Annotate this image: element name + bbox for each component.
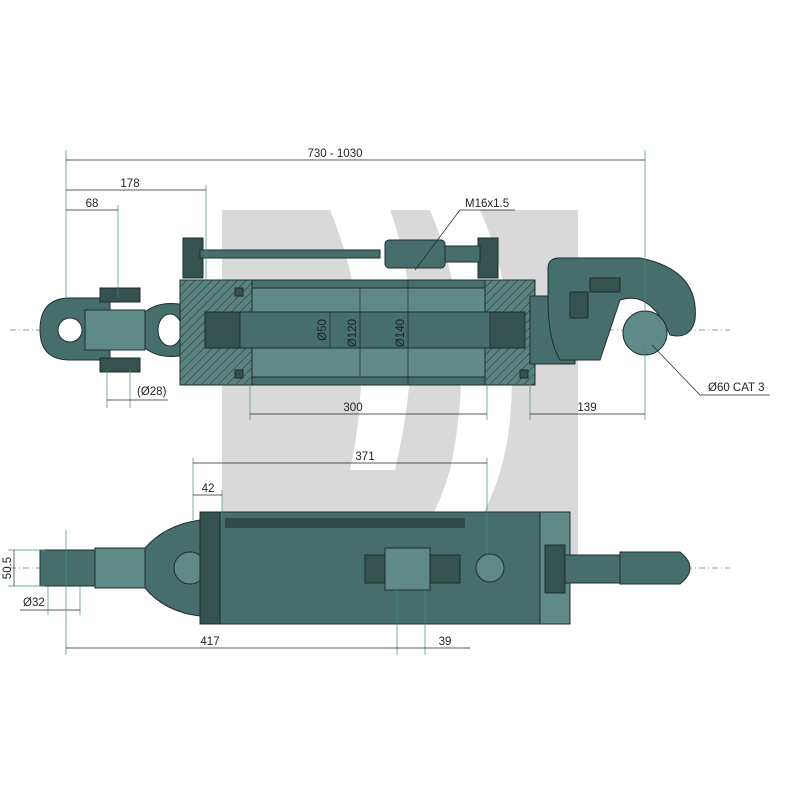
dimensions-bottom: 371 42 50.5 Ø32 417 39 <box>2 451 488 655</box>
dim-139-label: 139 <box>577 402 596 414</box>
hook-label: Ø60 CAT 3 <box>708 382 764 394</box>
dim-42-label: 42 <box>202 483 215 495</box>
dia-120-label: Ø120 <box>347 319 359 347</box>
front-hook <box>529 257 696 365</box>
side-view <box>10 511 730 625</box>
dim-50-5-label: 50.5 <box>2 557 14 579</box>
rear-ball-eye <box>39 287 186 373</box>
dia-50-label: Ø50 <box>317 319 329 341</box>
side-hook <box>544 544 691 594</box>
rear-fork <box>39 519 207 617</box>
side-cylinder <box>199 511 571 625</box>
dia-140-label: Ø140 <box>395 319 407 347</box>
dim-371-label: 371 <box>355 451 374 463</box>
thread-label: M16x1.5 <box>465 198 509 210</box>
top-view <box>10 237 730 386</box>
dia-32-label: Ø32 <box>23 597 45 609</box>
pin-dia-label: (Ø28) <box>137 386 167 398</box>
cylinder-housing <box>179 279 536 386</box>
dim-39-label: 39 <box>439 636 452 648</box>
overall-length-label: 730 - 1030 <box>308 148 363 160</box>
dim-417-label: 417 <box>200 636 219 648</box>
stroke-label: 300 <box>343 402 362 414</box>
dim-178-label: 178 <box>120 178 139 190</box>
dimensions-top: 730 - 1030 178 68 M16x1.5 Ø50 Ø120 Ø140 … <box>65 148 770 420</box>
dim-68-label: 68 <box>86 198 99 210</box>
adjusting-rod <box>182 237 499 279</box>
